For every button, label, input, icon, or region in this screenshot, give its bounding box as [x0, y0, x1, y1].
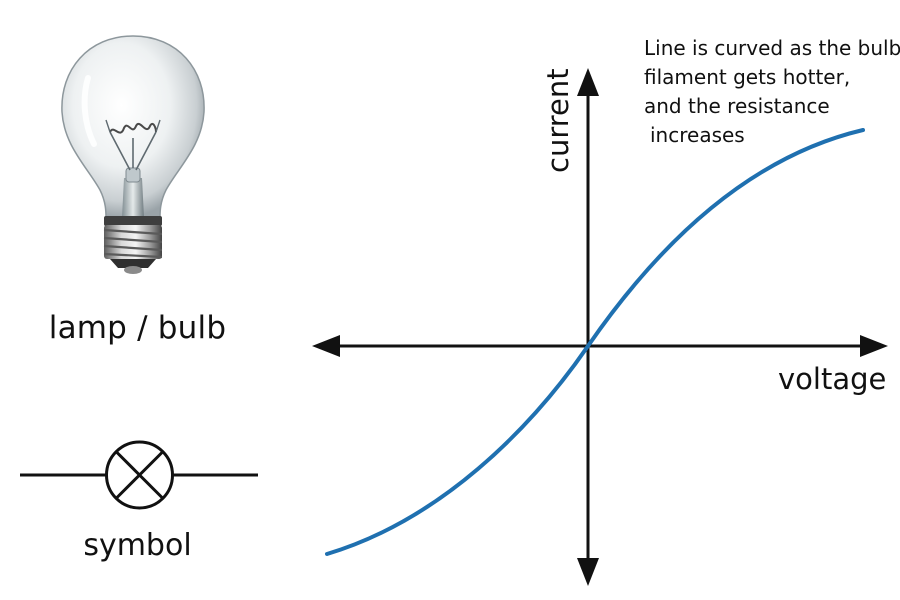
y-axis-arrow-top	[577, 68, 599, 96]
bulb-screw-base	[103, 225, 163, 274]
lamp-circuit-symbol-icon	[18, 435, 263, 517]
annotation-line: filament gets hotter,	[644, 65, 851, 89]
x-axis-arrow-left	[312, 335, 340, 357]
x-axis-arrow-right	[860, 335, 888, 357]
bulb-neck	[104, 216, 162, 226]
annotation-line: increases	[650, 123, 745, 147]
y-axis-label: current	[541, 68, 575, 173]
symbol-cross-b	[114, 450, 165, 500]
annotation-line: and the resistance	[644, 94, 830, 118]
annotation-line: Line is curved as the bulb	[644, 36, 900, 60]
symbol-circle	[105, 440, 174, 510]
x-axis-label: voltage	[778, 362, 887, 396]
curve-annotation: Line is curved as the bulb filament gets…	[644, 34, 900, 150]
iv-curve	[325, 128, 865, 556]
symbol-label: symbol	[83, 528, 192, 563]
light-bulb-icon	[48, 28, 218, 278]
lamp-bulb-label: lamp / bulb	[48, 310, 227, 346]
y-axis-arrow-bottom	[577, 558, 599, 586]
